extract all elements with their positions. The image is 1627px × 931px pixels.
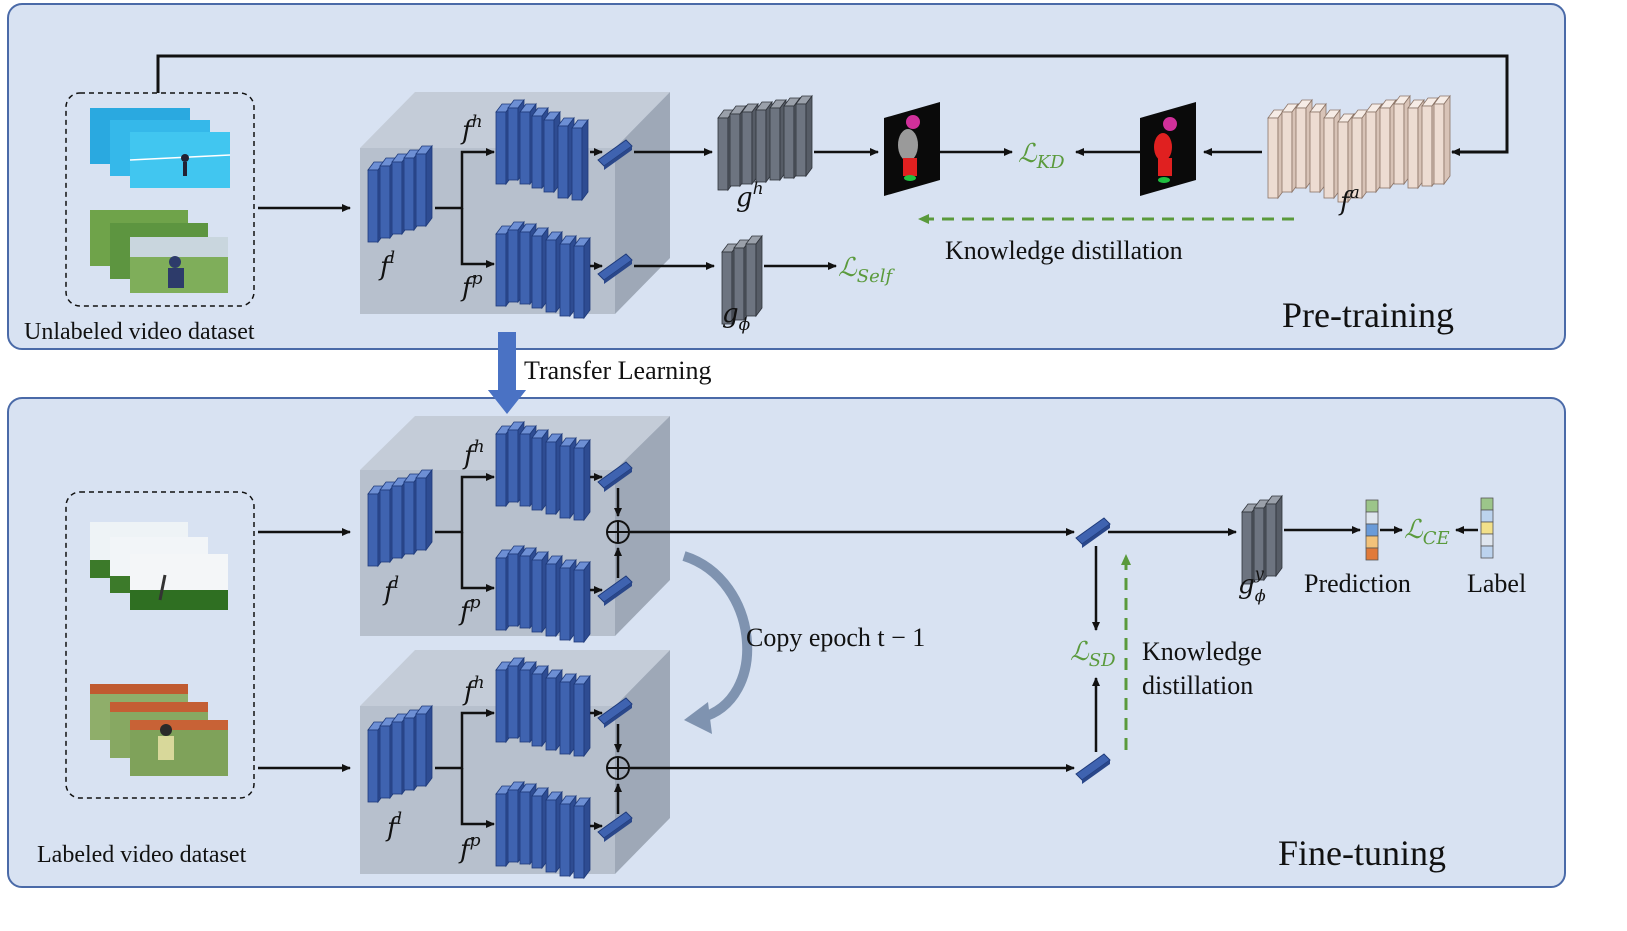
label-vector bbox=[1480, 497, 1494, 559]
outdoor-video-frames bbox=[90, 210, 228, 293]
shooting-video-frames bbox=[90, 684, 228, 776]
sum-node-ft-bottom bbox=[606, 756, 630, 780]
copy-epoch-arrow-head bbox=[684, 702, 712, 734]
copy-epoch-curved-arrow bbox=[682, 551, 753, 723]
unlabeled-dataset-label: Unlabeled video dataset bbox=[24, 319, 255, 345]
loss-sd: ℒSD bbox=[1070, 637, 1116, 671]
gphi-label: gϕ bbox=[722, 299, 751, 335]
teacher-pose-heatmap bbox=[1140, 102, 1196, 196]
branch-arrow-fp-ft-top bbox=[460, 532, 495, 592]
sum-node-ft-top bbox=[606, 520, 630, 544]
golf-video-frames bbox=[90, 522, 228, 610]
kd-label-pretrain: Knowledge distillation bbox=[945, 236, 1183, 265]
kd-label-finetune-line1: Knowledge bbox=[1142, 637, 1262, 666]
loss-self: ℒSelf bbox=[838, 253, 895, 287]
branch-arrow-fh-ft-top bbox=[435, 473, 495, 534]
prediction-vector bbox=[1365, 499, 1379, 561]
labeled-dataset-label: Labeled video dataset bbox=[37, 842, 247, 868]
unlabeled-dataset-box bbox=[65, 92, 255, 307]
prediction-label: Prediction bbox=[1304, 569, 1411, 598]
pretraining-title: Pre-training bbox=[1282, 295, 1454, 335]
dataset-to-teacher-arrow bbox=[156, 54, 1509, 156]
copy-epoch-label: Copy epoch t − 1 bbox=[746, 623, 925, 652]
branch-arrow-fp-pretrain bbox=[460, 208, 495, 268]
transfer-arrow-head bbox=[488, 390, 526, 414]
branch-arrow-fh-ft-bottom bbox=[435, 709, 495, 770]
loss-ce: ℒCE bbox=[1404, 515, 1450, 549]
loss-kd: ℒKD bbox=[1018, 139, 1065, 173]
branch-arrow-fh-pretrain bbox=[435, 148, 495, 210]
kd-label-finetune-line2: distillation bbox=[1142, 671, 1253, 700]
pool-video-frames bbox=[90, 108, 231, 188]
gh-label: gh bbox=[736, 179, 764, 213]
branch-arrow-fp-ft-bottom bbox=[460, 768, 495, 828]
finetuning-title: Fine-tuning bbox=[1278, 833, 1446, 873]
transfer-learning-label: Transfer Learning bbox=[524, 356, 711, 385]
label-label: Label bbox=[1467, 569, 1526, 598]
gh-block bbox=[717, 95, 813, 191]
labeled-dataset-box bbox=[65, 491, 255, 799]
student-pose-heatmap bbox=[884, 102, 940, 196]
